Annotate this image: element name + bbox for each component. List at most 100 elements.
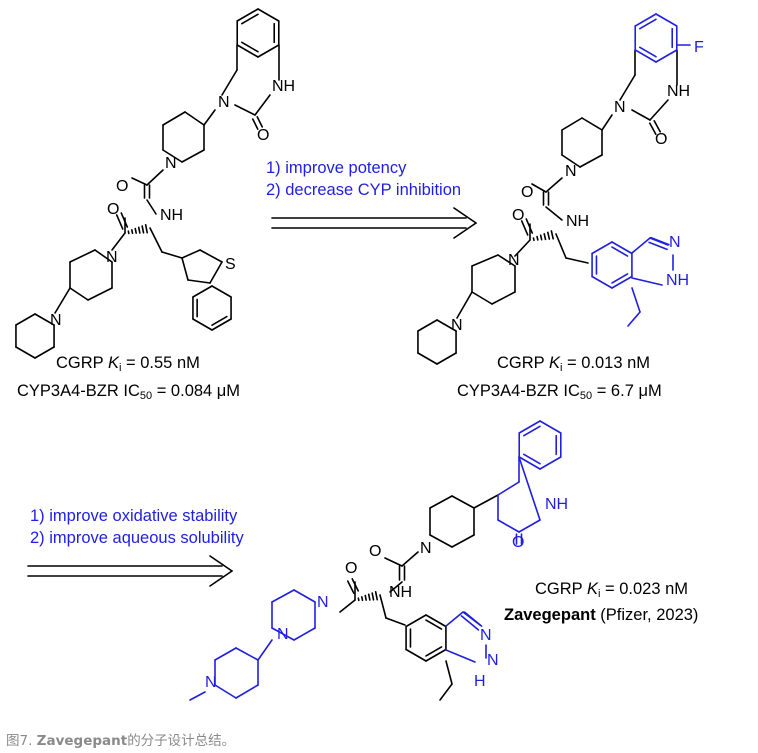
c2-piperidine-2 (497, 254, 516, 267)
c3-methyl (445, 660, 453, 685)
c3-methylpiperidine (235, 684, 259, 699)
compound-3-cgrp-ki: CGRP Ki = 0.023 nM (535, 580, 688, 600)
stereo-hash (364, 594, 367, 601)
c3-pyrazole-db (460, 615, 480, 631)
highlighted-bonds (189, 13, 691, 701)
c1-thiophene (181, 249, 201, 259)
c2-urea (531, 183, 547, 193)
c3-quinolinone-benzo (539, 420, 562, 434)
atom-n-c3-indazole-nh: N (487, 652, 499, 669)
c1-piperidine-2 (87, 287, 113, 301)
c2-carbonyl (649, 122, 657, 135)
c1-benzo-ring (257, 44, 280, 58)
c3-methylpiperidine (235, 647, 259, 661)
double-bond (522, 453, 541, 465)
c1-benzo-ring (257, 8, 280, 22)
atom-o-c1-carbonyl: O (257, 127, 269, 144)
atom-n-c2-piperidine: N (565, 163, 577, 180)
c3-piperazine (271, 589, 295, 603)
c1-piperidine-3 (15, 313, 36, 326)
c1-benzo-ring (236, 8, 259, 22)
arrow-1-head (453, 222, 477, 239)
atom-nh-c3-amide: NH (389, 584, 412, 601)
double-bond (638, 46, 657, 58)
c1-thiophene (187, 279, 211, 284)
c2-piperidine-2 (471, 291, 493, 305)
c2-pyrazole (631, 237, 651, 254)
c2-fluoro-benzo (655, 49, 678, 63)
c2-piperidine-2 (491, 291, 516, 305)
c3-piperidine (429, 495, 453, 509)
compound-1-cgrp-ki: CGRP Ki = 0.55 nM (56, 354, 200, 374)
c1-carbonyl (256, 116, 264, 128)
atom-o-c3-amide: O (345, 560, 357, 577)
c2-fluoro-benzo (634, 49, 657, 63)
atom-n-c2-urea: N (614, 99, 626, 116)
atom-n-c3-piperazine-1: N (317, 594, 329, 611)
molecule-bonds (15, 8, 678, 701)
stereo-hash (137, 226, 141, 234)
c1-thiophene (199, 249, 223, 263)
c1-amide-co (115, 214, 124, 230)
atom-o-c3-urea: O (369, 543, 381, 560)
c2-pyrazole-db (648, 241, 668, 251)
c2-piperidine (561, 117, 583, 131)
c1-piperidine (184, 111, 205, 126)
c2-pyrazole-db (650, 236, 670, 246)
c2-pyrazole (631, 277, 663, 286)
atom-o-c3-quinolinone: O (512, 534, 524, 551)
atom-s-c1: S (225, 256, 236, 273)
stereo-hash (543, 232, 547, 241)
atom-o-c2-urea: O (521, 184, 533, 201)
c2-carbonyl (653, 120, 661, 133)
atom-nh-c2-indazole: NH (666, 272, 689, 289)
c1-piperidine-2 (69, 287, 89, 301)
atom-n-c1-terminal: N (50, 312, 62, 329)
c3-indazole-benzo (425, 614, 447, 628)
atom-n-c2-terminal: N (451, 317, 463, 334)
c1-benzothiophene (192, 285, 213, 298)
atom-o-c2-carbonyl: O (655, 131, 667, 148)
double-bond (211, 315, 228, 326)
c1-piperidine (162, 149, 183, 163)
double-bond (425, 646, 443, 657)
c1-piperidine-2 (69, 249, 96, 263)
c3-pyrazole-db (463, 611, 483, 627)
c3-urea (401, 551, 419, 567)
atom-n-c3-piperazine-2: N (277, 626, 289, 643)
c1-piperidine (162, 111, 186, 126)
c1-amide (111, 232, 126, 251)
c3-quinolinone-ring (497, 481, 520, 496)
c2-methyl (627, 311, 641, 327)
atom-n-c3-indazole: N (480, 627, 492, 644)
c1-link2 (54, 287, 71, 314)
c3-piperazine (293, 627, 316, 641)
c2-piperidine-3 (417, 319, 438, 332)
double-bond (240, 13, 259, 25)
c3-quinolinone-ring (518, 456, 541, 521)
c2-ch2 (555, 233, 567, 259)
c1-urea-ring (234, 104, 256, 116)
c2-indazole-benzo (611, 241, 633, 255)
stereo-hash (550, 230, 554, 240)
c1-ch2 (161, 251, 183, 259)
c3-piperidine (451, 534, 475, 548)
c2-methyl (631, 287, 641, 313)
c1-carbonyl (251, 118, 259, 130)
atom-o-c1-urea: O (116, 178, 128, 195)
stereo-hash (144, 223, 149, 234)
stereo-hash (536, 235, 539, 241)
c3-urea-nh (389, 581, 403, 593)
c2-piperidine (579, 154, 603, 168)
compound-2-cgrp-ki: CGRP Ki = 0.013 nM (497, 354, 650, 374)
atom-n-c3-piperidine: N (420, 540, 432, 557)
c3-quinolinone-ring (518, 519, 541, 533)
c1-piperidine-3 (15, 346, 36, 359)
c3-piperidine (429, 534, 453, 548)
c1-piperidine-3 (34, 346, 55, 359)
atom-n-c1-bipiperidine: N (106, 249, 118, 266)
compound-2-structure: F NH N O N O NH O N N NH N (451, 39, 704, 334)
c3-link (473, 494, 499, 509)
c2-urea-ring (649, 99, 669, 121)
stereo-hash (361, 596, 364, 602)
